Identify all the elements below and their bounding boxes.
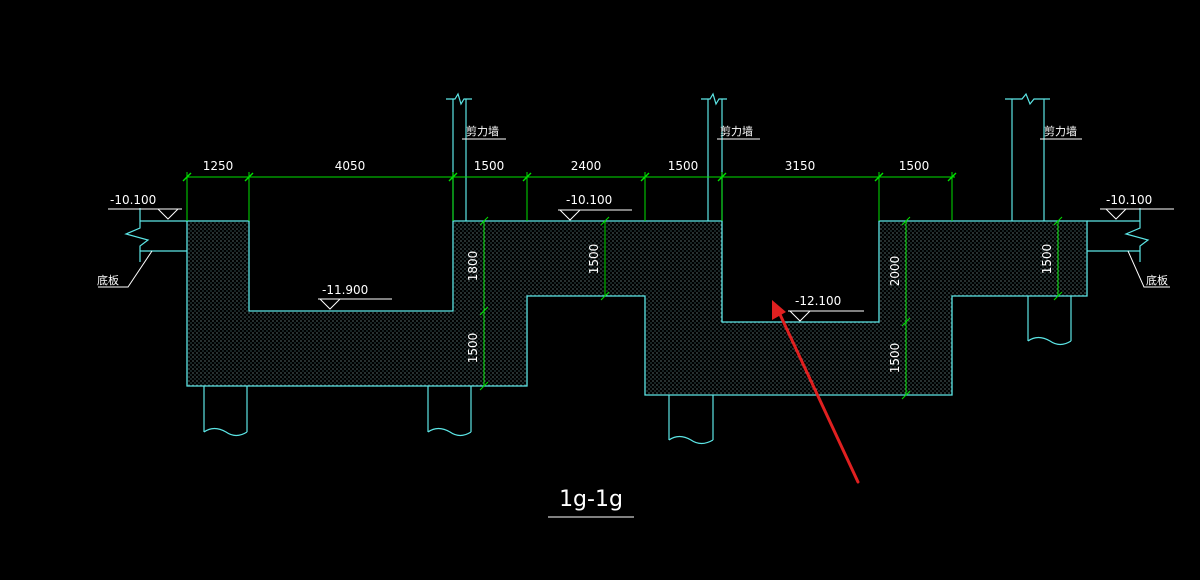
slab-stubs: [124, 208, 1150, 262]
wall-label-3: 剪力墙: [1044, 124, 1077, 138]
dim-top-3: 2400: [571, 159, 602, 173]
elevation-markers: [108, 208, 1174, 322]
section-title: 1g-1g: [559, 487, 623, 512]
dim-vert-1: 1500: [466, 333, 480, 364]
dim-top-6: 1500: [899, 159, 930, 173]
dim-top-1: 4050: [335, 159, 366, 173]
dim-top-0: 1250: [203, 159, 234, 173]
wall-label-2: 剪力墙: [720, 124, 753, 138]
elevation-pit-right: -12.100: [795, 294, 841, 308]
elevation-pit-left: -11.900: [322, 283, 368, 297]
dim-top-5: 3150: [785, 159, 816, 173]
dim-vert-2: 1500: [587, 244, 601, 275]
dim-vert-5: 1500: [1040, 244, 1054, 275]
dim-vert-4: 1500: [888, 343, 902, 374]
foundation-section: [186, 220, 1088, 396]
elevation-center: -10.100: [566, 193, 612, 207]
dimension-chain-top: [182, 172, 957, 221]
dim-vert-3: 2000: [888, 256, 902, 287]
dim-vert-0: 1800: [466, 251, 480, 282]
slab-label-left: 底板: [97, 273, 119, 287]
elevation-left: -10.100: [110, 193, 156, 207]
dim-top-4: 1500: [668, 159, 699, 173]
shear-walls: [446, 92, 1050, 221]
elevation-right: -10.100: [1106, 193, 1152, 207]
slab-label-right: 底板: [1146, 273, 1168, 287]
annotation-arrow: [772, 300, 860, 484]
dimension-lines-vertical: [479, 216, 1063, 400]
piles: [203, 296, 1072, 445]
dim-top-2: 1500: [474, 159, 505, 173]
leader-lines: [98, 138, 1170, 288]
wall-label-1: 剪力墙: [466, 124, 499, 138]
